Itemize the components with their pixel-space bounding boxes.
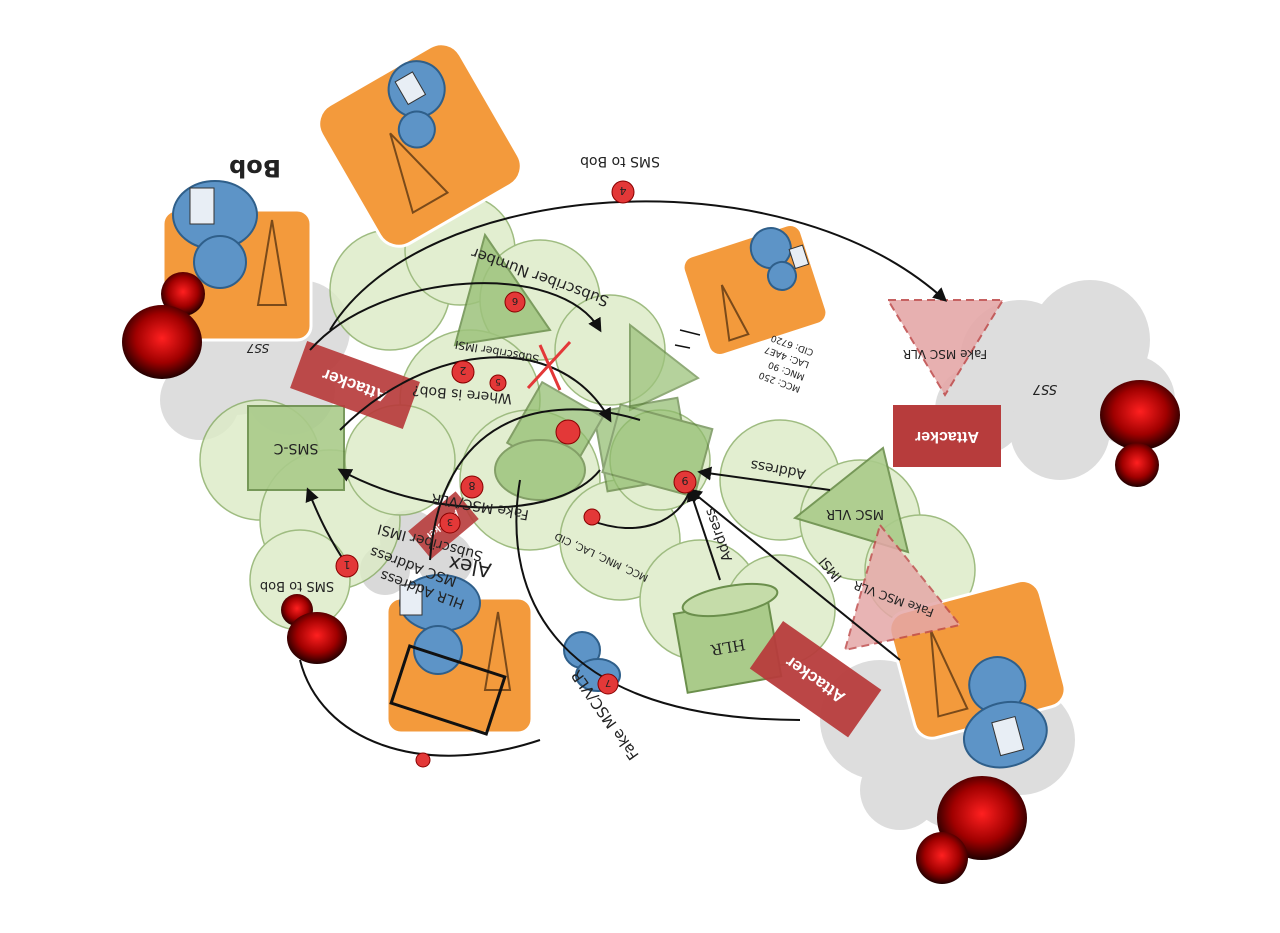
arrow-fake-msc-return — [337, 468, 601, 509]
sms-c-box: SMS-C — [247, 405, 345, 491]
arrow-subscriber-number — [309, 282, 602, 351]
blob-alex — [281, 594, 347, 664]
svg-text:4: 4 — [620, 184, 627, 197]
svg-text:6: 6 — [512, 295, 518, 306]
step-marker-extra — [415, 752, 431, 768]
step-marker-extra — [583, 508, 601, 526]
blob-bob — [122, 272, 205, 379]
step-marker: 8 — [460, 475, 484, 499]
svg-text:7: 7 — [605, 677, 611, 688]
tile-alex — [385, 574, 534, 736]
arrow-bottom-loop — [299, 659, 541, 757]
arrow-address-lower — [686, 487, 721, 581]
green-triangle-mid — [629, 322, 700, 412]
fake-msc-vlr-triangle-bottom: Fake MSC VLR — [843, 522, 962, 652]
arrow-imsi — [687, 488, 901, 661]
svg-text:8: 8 — [469, 479, 476, 492]
svg-text:1: 1 — [344, 558, 351, 571]
arrow-where-is-bob — [339, 356, 612, 431]
step-marker: 2 — [451, 360, 475, 384]
attacker-right: Attacker — [893, 405, 1001, 467]
bob-label: Bob — [229, 154, 281, 182]
step-marker: 9 — [673, 470, 697, 494]
arrow-mcc-link — [589, 489, 691, 529]
blob-right — [1100, 380, 1180, 487]
blob-bottom-right — [916, 776, 1027, 884]
tile-small-mid — [681, 223, 829, 357]
arrow-fake-msc-loop — [515, 479, 801, 721]
arrow-tiny-pair — [674, 329, 701, 349]
msc-vlr-label: MSC VLR — [826, 506, 884, 521]
green-triangle-subscriber — [453, 232, 552, 347]
attacker-right-label: Attacker — [915, 428, 979, 445]
sms-to-bob-left-label: SMS to Bob — [260, 578, 334, 593]
svg-text:9: 9 — [682, 474, 689, 487]
step-marker: 1 — [335, 554, 359, 578]
step-marker: 7 — [597, 673, 619, 695]
svg-text:2: 2 — [460, 364, 467, 377]
red-cross — [526, 340, 572, 391]
arrow-address-right — [697, 466, 831, 491]
step-marker: 4 — [611, 180, 635, 204]
ss7-right-label: SS7 — [1032, 381, 1057, 396]
ss7-left-label: SS7 — [246, 341, 269, 355]
flow-arrows — [299, 200, 948, 757]
svg-text:5: 5 — [495, 376, 501, 386]
attacker-bottom: Attacker — [749, 621, 882, 738]
hlr-label: HLR — [709, 635, 747, 659]
step-marker-extra — [555, 419, 581, 445]
step-marker: 3 — [439, 512, 461, 534]
fake-msc-vlr-tri-label: Fake MSC VLR — [903, 347, 987, 361]
svg-text:3: 3 — [447, 516, 453, 527]
sms-c-label: SMS-C — [273, 440, 318, 456]
arrow-inner-loop — [429, 408, 641, 561]
sms-to-bob-top-label: SMS to Bob — [580, 153, 660, 169]
step-markers: 1 2 3 4 5 6 7 8 9 — [335, 180, 697, 768]
step-marker: 6 — [504, 291, 526, 313]
step-marker: 5 — [489, 374, 507, 392]
tile-top-large — [317, 42, 523, 248]
arrow-sms-to-bob-top — [329, 200, 948, 331]
